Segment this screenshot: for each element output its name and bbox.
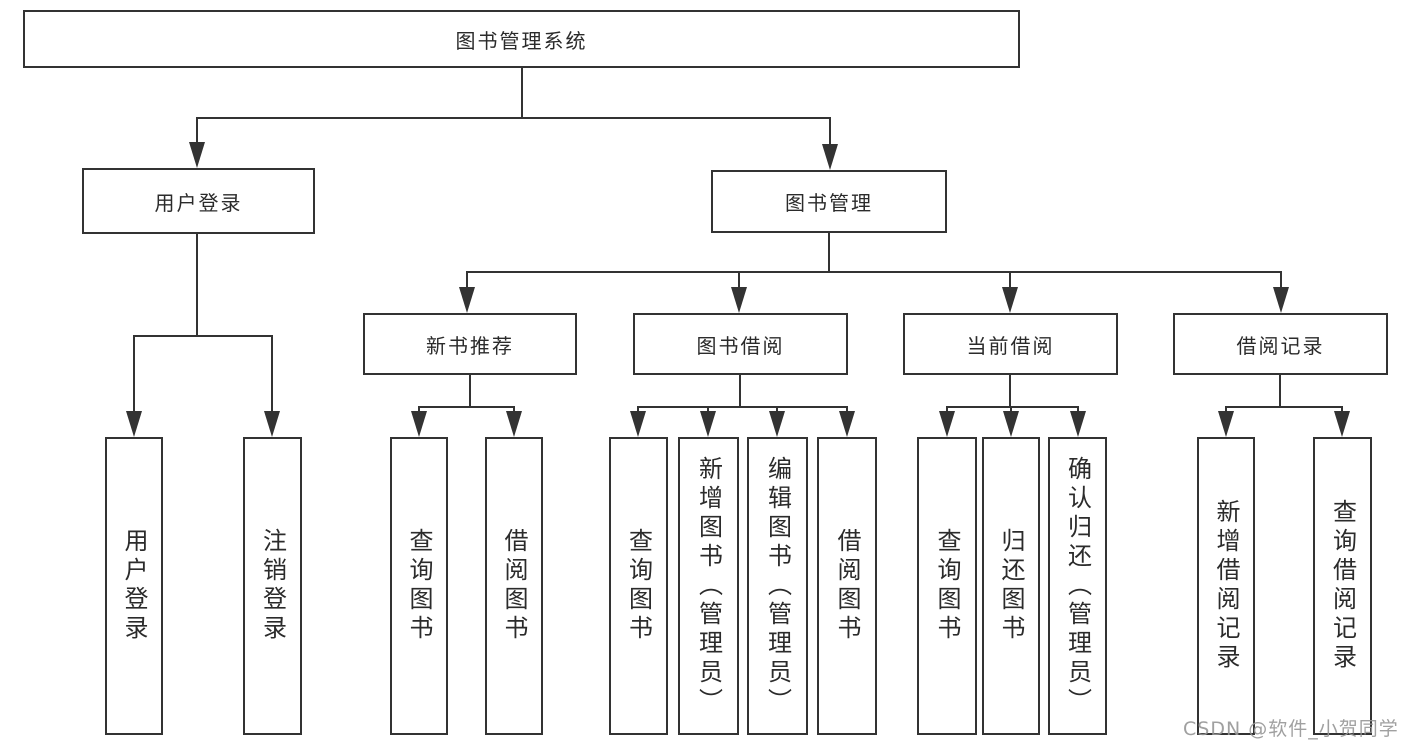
connector-line bbox=[134, 335, 273, 337]
connector-line bbox=[637, 406, 639, 414]
connector-line bbox=[637, 406, 847, 408]
leaf-logout: 注销登录 bbox=[243, 437, 302, 735]
leaf-borrow-book-label: 借阅图书 bbox=[833, 528, 861, 644]
arrow-down-icon bbox=[1003, 411, 1019, 437]
connector-line bbox=[418, 406, 515, 408]
connector-line bbox=[738, 271, 740, 289]
leaf-logout-label: 注销登录 bbox=[258, 528, 287, 644]
leaf-confirm-return-admin: 确认归还（管理员） bbox=[1048, 437, 1107, 735]
leaf-user-login: 用户登录 bbox=[105, 437, 163, 735]
connector-line bbox=[418, 406, 420, 414]
leaf-return-book: 归还图书 bbox=[982, 437, 1040, 735]
leaf-query-book-current-label: 查询图书 bbox=[933, 528, 961, 644]
arrow-down-icon bbox=[1334, 411, 1350, 437]
leaf-query-book-recommend-label: 查询图书 bbox=[405, 528, 433, 644]
leaf-borrow-book-recommend: 借阅图书 bbox=[485, 437, 543, 735]
arrow-down-icon bbox=[630, 411, 646, 437]
connector-line bbox=[1225, 406, 1342, 408]
connector-line bbox=[1077, 406, 1079, 414]
connector-line bbox=[197, 117, 831, 119]
node-user-login-label: 用户登录 bbox=[154, 190, 243, 215]
connector-line bbox=[1280, 271, 1282, 289]
leaf-edit-book-admin-label: 编辑图书（管理员） bbox=[763, 455, 792, 717]
connector-line bbox=[946, 406, 948, 414]
connector-line bbox=[829, 117, 831, 145]
arrow-down-icon bbox=[189, 142, 205, 168]
node-borrow-records-label: 借阅记录 bbox=[1236, 333, 1325, 358]
connector-line bbox=[776, 406, 778, 414]
node-book-borrow: 图书借阅 bbox=[633, 313, 848, 375]
leaf-query-book-borrow: 查询图书 bbox=[609, 437, 668, 735]
leaf-confirm-return-admin-label: 确认归还（管理员） bbox=[1063, 455, 1092, 717]
node-root: 图书管理系统 bbox=[23, 10, 1020, 68]
leaf-edit-book-admin: 编辑图书（管理员） bbox=[747, 437, 808, 735]
connector-line bbox=[521, 68, 523, 117]
arrow-down-icon bbox=[411, 411, 427, 437]
arrow-down-icon bbox=[126, 411, 142, 437]
arrow-down-icon bbox=[822, 144, 838, 170]
connector-line bbox=[1009, 271, 1011, 289]
connector-line bbox=[846, 406, 848, 414]
leaf-query-book-borrow-label: 查询图书 bbox=[624, 528, 653, 644]
leaf-query-borrow-record-label: 查询借阅记录 bbox=[1328, 499, 1357, 673]
arrow-down-icon bbox=[1070, 411, 1086, 437]
leaf-borrow-book-recommend-label: 借阅图书 bbox=[500, 528, 528, 644]
leaf-query-borrow-record: 查询借阅记录 bbox=[1313, 437, 1372, 735]
node-new-book-recommend: 新书推荐 bbox=[363, 313, 577, 375]
leaf-add-book-admin: 新增图书（管理员） bbox=[678, 437, 739, 735]
connector-line bbox=[1010, 406, 1012, 414]
leaf-borrow-book: 借阅图书 bbox=[817, 437, 877, 735]
node-current-borrow-label: 当前借阅 bbox=[966, 333, 1055, 358]
leaf-return-book-label: 归还图书 bbox=[997, 528, 1025, 644]
leaf-add-borrow-record: 新增借阅记录 bbox=[1197, 437, 1255, 735]
connector-line bbox=[133, 335, 135, 413]
connector-line bbox=[739, 375, 741, 406]
node-root-label: 图书管理系统 bbox=[455, 28, 588, 53]
connector-line bbox=[271, 335, 273, 413]
node-user-login: 用户登录 bbox=[82, 168, 315, 234]
leaf-user-login-label: 用户登录 bbox=[120, 528, 148, 644]
leaf-query-book-current: 查询图书 bbox=[917, 437, 977, 735]
connector-line bbox=[828, 233, 830, 271]
leaf-add-borrow-record-label: 新增借阅记录 bbox=[1212, 499, 1240, 673]
node-current-borrow: 当前借阅 bbox=[903, 313, 1118, 375]
arrow-down-icon bbox=[1218, 411, 1234, 437]
connector-line bbox=[466, 271, 468, 289]
arrow-down-icon bbox=[731, 287, 747, 313]
leaf-query-book-recommend: 查询图书 bbox=[390, 437, 448, 735]
connector-line bbox=[707, 406, 709, 414]
connector-line bbox=[196, 117, 198, 145]
arrow-down-icon bbox=[264, 411, 280, 437]
arrow-down-icon bbox=[769, 411, 785, 437]
connector-line bbox=[946, 406, 1078, 408]
node-borrow-records: 借阅记录 bbox=[1173, 313, 1388, 375]
node-new-book-recommend-label: 新书推荐 bbox=[426, 333, 514, 358]
arrow-down-icon bbox=[1273, 287, 1289, 313]
node-book-borrow-label: 图书借阅 bbox=[696, 333, 785, 358]
connector-line bbox=[513, 406, 515, 414]
connector-line bbox=[1279, 375, 1281, 406]
connector-line bbox=[1225, 406, 1227, 414]
connector-line bbox=[1009, 375, 1011, 406]
arrow-down-icon bbox=[939, 411, 955, 437]
watermark: CSDN @软件_小贺同学 bbox=[1183, 718, 1399, 740]
leaf-add-book-admin-label: 新增图书（管理员） bbox=[694, 455, 723, 717]
arrow-down-icon bbox=[1002, 287, 1018, 313]
connector-line bbox=[469, 375, 471, 406]
arrow-down-icon bbox=[700, 411, 716, 437]
arrow-down-icon bbox=[839, 411, 855, 437]
arrow-down-icon bbox=[459, 287, 475, 313]
connector-line bbox=[467, 271, 1282, 273]
connector-line bbox=[1341, 406, 1343, 414]
node-book-management-label: 图书管理 bbox=[785, 191, 873, 215]
node-book-management: 图书管理 bbox=[711, 170, 947, 233]
connector-line bbox=[196, 234, 198, 335]
arrow-down-icon bbox=[506, 411, 522, 437]
